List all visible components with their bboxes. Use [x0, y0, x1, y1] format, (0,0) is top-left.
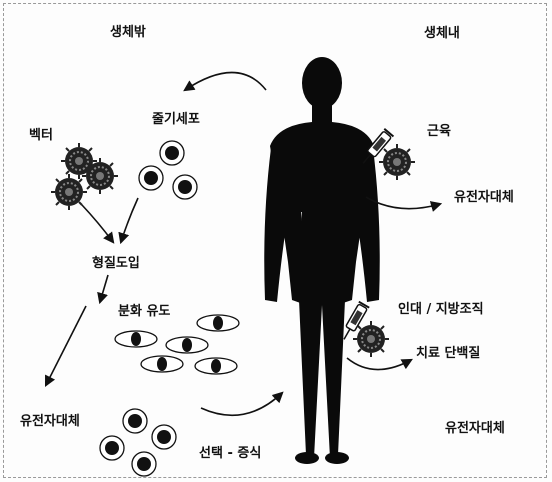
- arrow-transduction-to-differentiation: [100, 275, 108, 302]
- label-differentiation: 분화 유도: [118, 300, 170, 319]
- label-stem-cells: 줄기세포: [152, 108, 200, 127]
- vector-viruses: [51, 143, 118, 210]
- arrow-to-gene-carrier-left: [46, 306, 86, 385]
- stem-cells-group: [139, 141, 197, 199]
- label-selection: 선택 - 증식: [199, 442, 261, 461]
- label-muscle: 근육: [427, 120, 451, 139]
- label-gene-carrier-muscle: 유전자대체: [454, 186, 514, 205]
- differentiated-cells-group: [115, 315, 239, 374]
- arrow-ligament-to-protein: [347, 358, 411, 370]
- label-transduction: 형질도입: [92, 252, 140, 271]
- label-ligament-fat: 인대 / 지방조직: [398, 298, 484, 317]
- human-body-silhouette: [264, 57, 380, 464]
- process-arrows: [46, 73, 440, 416]
- label-therapeutic-protein: 치료 단백질: [416, 342, 480, 361]
- arrow-body-to-stem-cells: [185, 73, 266, 91]
- label-gene-carrier-bottom: 유전자대체: [445, 417, 505, 436]
- label-vector: 벡터: [29, 124, 53, 143]
- arrow-stem-to-transduction: [121, 198, 138, 242]
- virus-icon: [353, 321, 389, 357]
- label-gene-carrier-left: 유전자대체: [20, 410, 80, 429]
- label-outside-body: 생체밖: [110, 21, 146, 40]
- arrow-vector-to-transduction: [82, 205, 113, 242]
- gene-carrier-cells-group: [100, 409, 176, 476]
- arrow-selection-to-body: [201, 393, 282, 415]
- label-inside-body: 생체내: [424, 22, 460, 41]
- virus-icon: [379, 144, 415, 180]
